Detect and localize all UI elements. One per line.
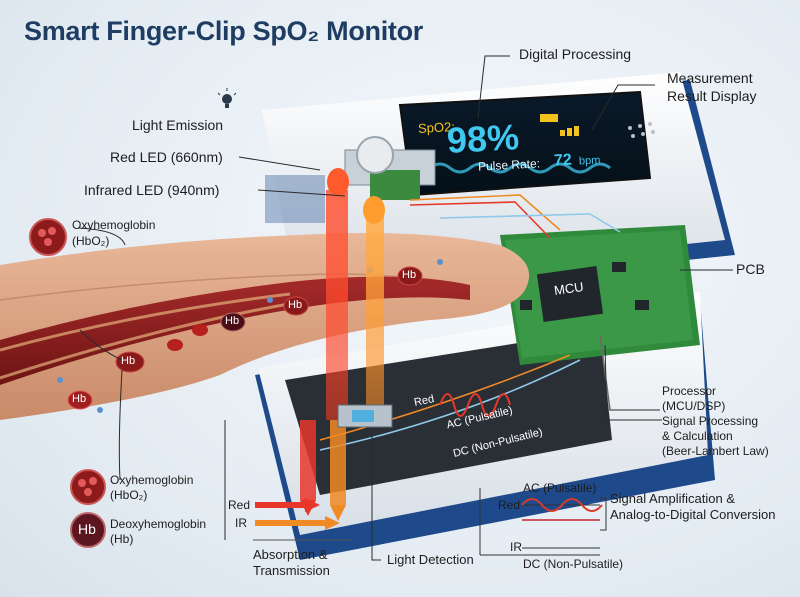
deoxy-icon-label: Hb bbox=[78, 521, 96, 537]
label-light-emission: Light Emission bbox=[132, 117, 224, 133]
light-beams bbox=[300, 190, 384, 521]
hb-cell-label: Hb bbox=[72, 393, 87, 405]
waveform-ac-label: AC (Pulsatile) bbox=[523, 481, 597, 495]
absorption-legend bbox=[253, 498, 352, 541]
label-processor-4: & Calculation bbox=[662, 429, 733, 443]
label-absorption-2: Transmission bbox=[253, 563, 330, 578]
signal-traces bbox=[319, 194, 660, 451]
hb-cell-label: Hb bbox=[288, 299, 303, 311]
label-measurement-2: Result Display bbox=[667, 88, 757, 104]
label-processor-3: Signal Processing bbox=[662, 414, 759, 428]
label-measurement-1: Measurement bbox=[667, 70, 753, 86]
label-processor-2: (MCU/DSP) bbox=[662, 399, 726, 413]
screen-spo2-value: 98% bbox=[445, 116, 521, 161]
deoxyhemoglobin-icon bbox=[70, 512, 106, 548]
absorption-red-label: Red bbox=[228, 498, 251, 512]
label-pcb: PCB bbox=[736, 261, 765, 277]
led-module bbox=[344, 136, 436, 200]
waveform-ir-label: IR bbox=[510, 540, 522, 554]
speaker-grille bbox=[628, 122, 655, 138]
internal-waveform bbox=[439, 393, 511, 417]
signal-waveform-legend bbox=[479, 488, 607, 556]
label-processor-1: Processor bbox=[662, 384, 717, 398]
label-oxy-bottom-2: (HbO₂) bbox=[110, 488, 148, 502]
red-light-beam bbox=[326, 190, 348, 420]
waveform-red-label: Red bbox=[498, 498, 521, 512]
waveform-dc-label: DC (Non-Pulsatile) bbox=[523, 557, 624, 571]
page-title: Smart Finger-Clip SpO₂ Monitor bbox=[24, 16, 423, 46]
label-oxy-top-2: (HbO₂) bbox=[72, 234, 110, 248]
hb-cell-label: Hb bbox=[402, 269, 417, 281]
leds bbox=[327, 168, 385, 224]
label-light-detection: Light Detection bbox=[387, 552, 474, 567]
label-oxy-top-1: Oxyhemoglobin bbox=[72, 218, 156, 232]
ir-light-beam bbox=[366, 215, 384, 420]
label-red-led: Red LED (660nm) bbox=[110, 149, 223, 165]
screen-pulse-unit: bpm bbox=[578, 154, 601, 168]
label-amplification-1: Signal Amplification & bbox=[610, 491, 736, 506]
light-bulb-icon bbox=[217, 88, 237, 108]
blood-vessel bbox=[0, 276, 470, 385]
label-ir-led: Infrared LED (940nm) bbox=[84, 182, 220, 198]
hb-cell-label: Hb bbox=[225, 315, 240, 327]
screen-pulse-value: 72 bbox=[553, 151, 573, 170]
label-amplification-2: Analog-to-Digital Conversion bbox=[610, 507, 776, 522]
label-absorption-1: Absorption & bbox=[253, 547, 328, 562]
oxyhemoglobin-icon-top bbox=[29, 218, 67, 256]
label-oxy-bottom-1: Oxyhemoglobin bbox=[110, 473, 194, 487]
label-digital-processing: Digital Processing bbox=[519, 46, 632, 62]
oxyhemoglobin-icon-bottom bbox=[70, 469, 106, 505]
blood-cells bbox=[57, 259, 443, 413]
label-deoxy-1: Deoxyhemoglobin bbox=[110, 517, 207, 531]
leader-lines bbox=[77, 55, 733, 561]
display-screen bbox=[398, 90, 652, 197]
label-deoxy-2: (Hb) bbox=[110, 532, 134, 546]
photodetector bbox=[337, 404, 393, 428]
pcb-board bbox=[500, 225, 700, 365]
absorption-ir-label: IR bbox=[235, 516, 247, 530]
label-processor-5: (Beer-Lambert Law) bbox=[662, 444, 769, 458]
hb-cell-label: Hb bbox=[121, 355, 136, 367]
